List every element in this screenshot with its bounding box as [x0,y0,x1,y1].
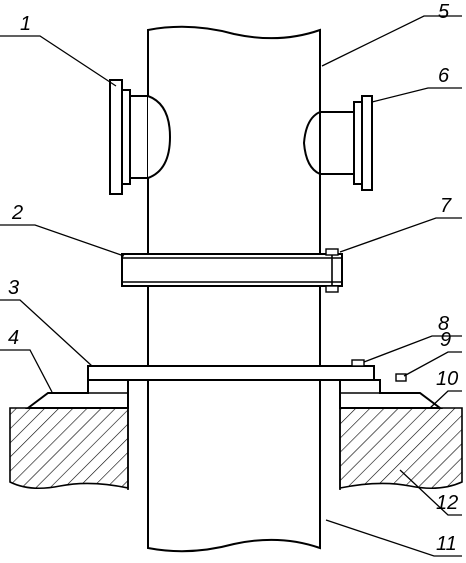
label-10: 10 [436,368,458,390]
foundation-right [339,407,463,490]
nozzle-right [302,95,373,191]
leader-lines [0,15,462,557]
bolt-8 [351,359,365,367]
nozzle-left [109,79,172,195]
label-12: 12 [436,492,458,514]
label-6: 6 [438,65,450,87]
label-8: 8 [438,313,449,335]
label-3: 3 [8,277,19,299]
label-11: 11 [436,533,457,555]
label-9: 9 [440,329,451,351]
column [147,25,321,553]
base-ring-left [25,379,129,409]
label-2: 2 [11,202,23,224]
label-5: 5 [438,1,450,23]
clamp-band [121,248,343,293]
label-1: 1 [20,13,31,35]
opening-liner [127,380,341,490]
base-ring-right [339,379,443,409]
label-7: 7 [440,195,452,217]
callout-labels: 1 2 3 4 5 6 7 8 9 10 12 11 [8,1,458,555]
foundation-left [9,407,129,490]
bolt-9 [395,373,407,382]
base-plate [87,365,375,381]
label-4: 4 [8,327,19,349]
